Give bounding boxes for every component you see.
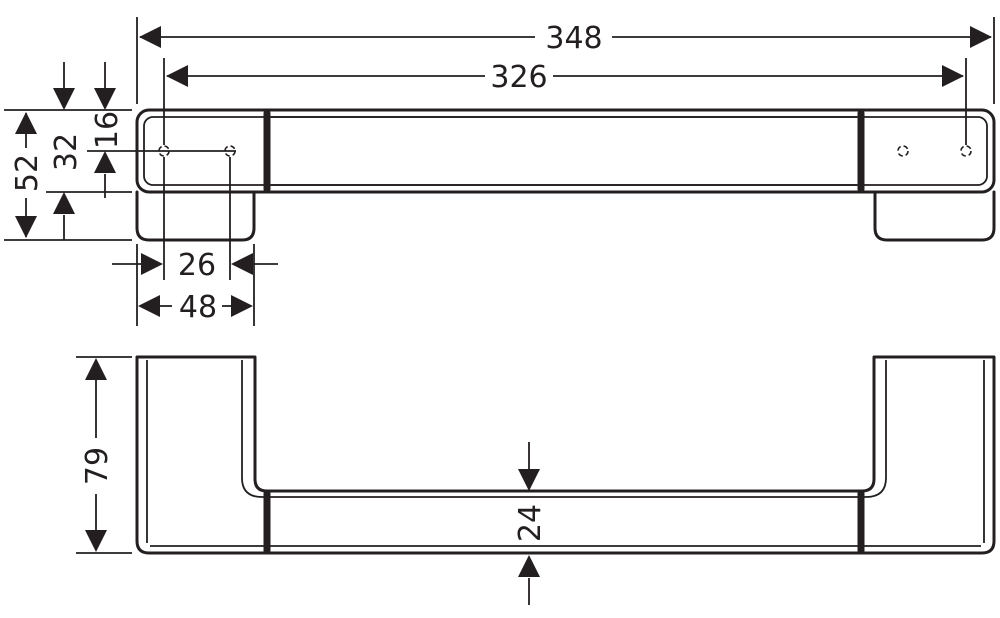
dim-48-label: 48 <box>179 290 217 325</box>
top-view <box>87 108 996 242</box>
mounting-hole-right-inner <box>897 145 909 157</box>
dim-16-label: 16 <box>90 111 125 149</box>
right-bracket-body <box>873 190 996 242</box>
dim-depth-48: 48 <box>136 244 255 326</box>
mounting-hole-right-outer <box>960 145 972 157</box>
dim-hole-spacing: 326 <box>163 58 967 145</box>
left-bracket-body <box>135 190 256 242</box>
dim-overall-length: 348 <box>136 17 995 104</box>
dim-326-label: 326 <box>490 60 547 95</box>
dim-height-32: 32 <box>46 62 132 240</box>
dim-offset-16: 16 <box>90 62 125 198</box>
u-profile-outer <box>135 355 996 555</box>
dim-52-label: 52 <box>10 154 45 192</box>
dim-32-label: 32 <box>49 133 84 171</box>
dim-projection-79: 79 <box>76 356 132 554</box>
front-view <box>135 355 996 555</box>
dim-24-label: 24 <box>513 504 548 542</box>
dim-348-label: 348 <box>545 21 602 56</box>
dim-bar-thickness-24: 24 <box>513 442 548 605</box>
dim-height-52: 52 <box>4 109 132 241</box>
dim-26-label: 26 <box>178 248 216 283</box>
dim-hole-edge-26: 26 <box>112 157 278 283</box>
dim-79-label: 79 <box>80 447 115 485</box>
